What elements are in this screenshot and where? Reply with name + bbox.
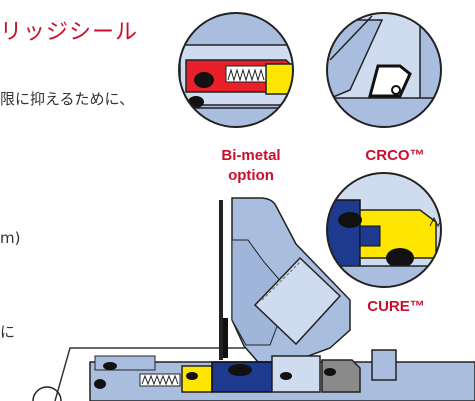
body-text-line-2: m) xyxy=(0,229,21,247)
bimetal-label-line-2: option xyxy=(228,167,274,184)
body-text-line-1: 限に抑えるために、 xyxy=(0,90,135,108)
crco-detail xyxy=(327,13,441,127)
bimetal-option-label: Bi-metal option xyxy=(206,146,296,186)
bimetal-label-line-1: Bi-metal xyxy=(221,147,281,164)
cure-label: CURE™ xyxy=(367,298,425,315)
body-text-line-3: に xyxy=(0,323,16,341)
bimetal-detail xyxy=(179,13,293,127)
main-cross-section xyxy=(32,197,475,401)
cure-detail xyxy=(327,173,441,287)
crco-label: CRCO™ xyxy=(365,147,425,164)
page-title: リッジシール xyxy=(0,20,139,45)
